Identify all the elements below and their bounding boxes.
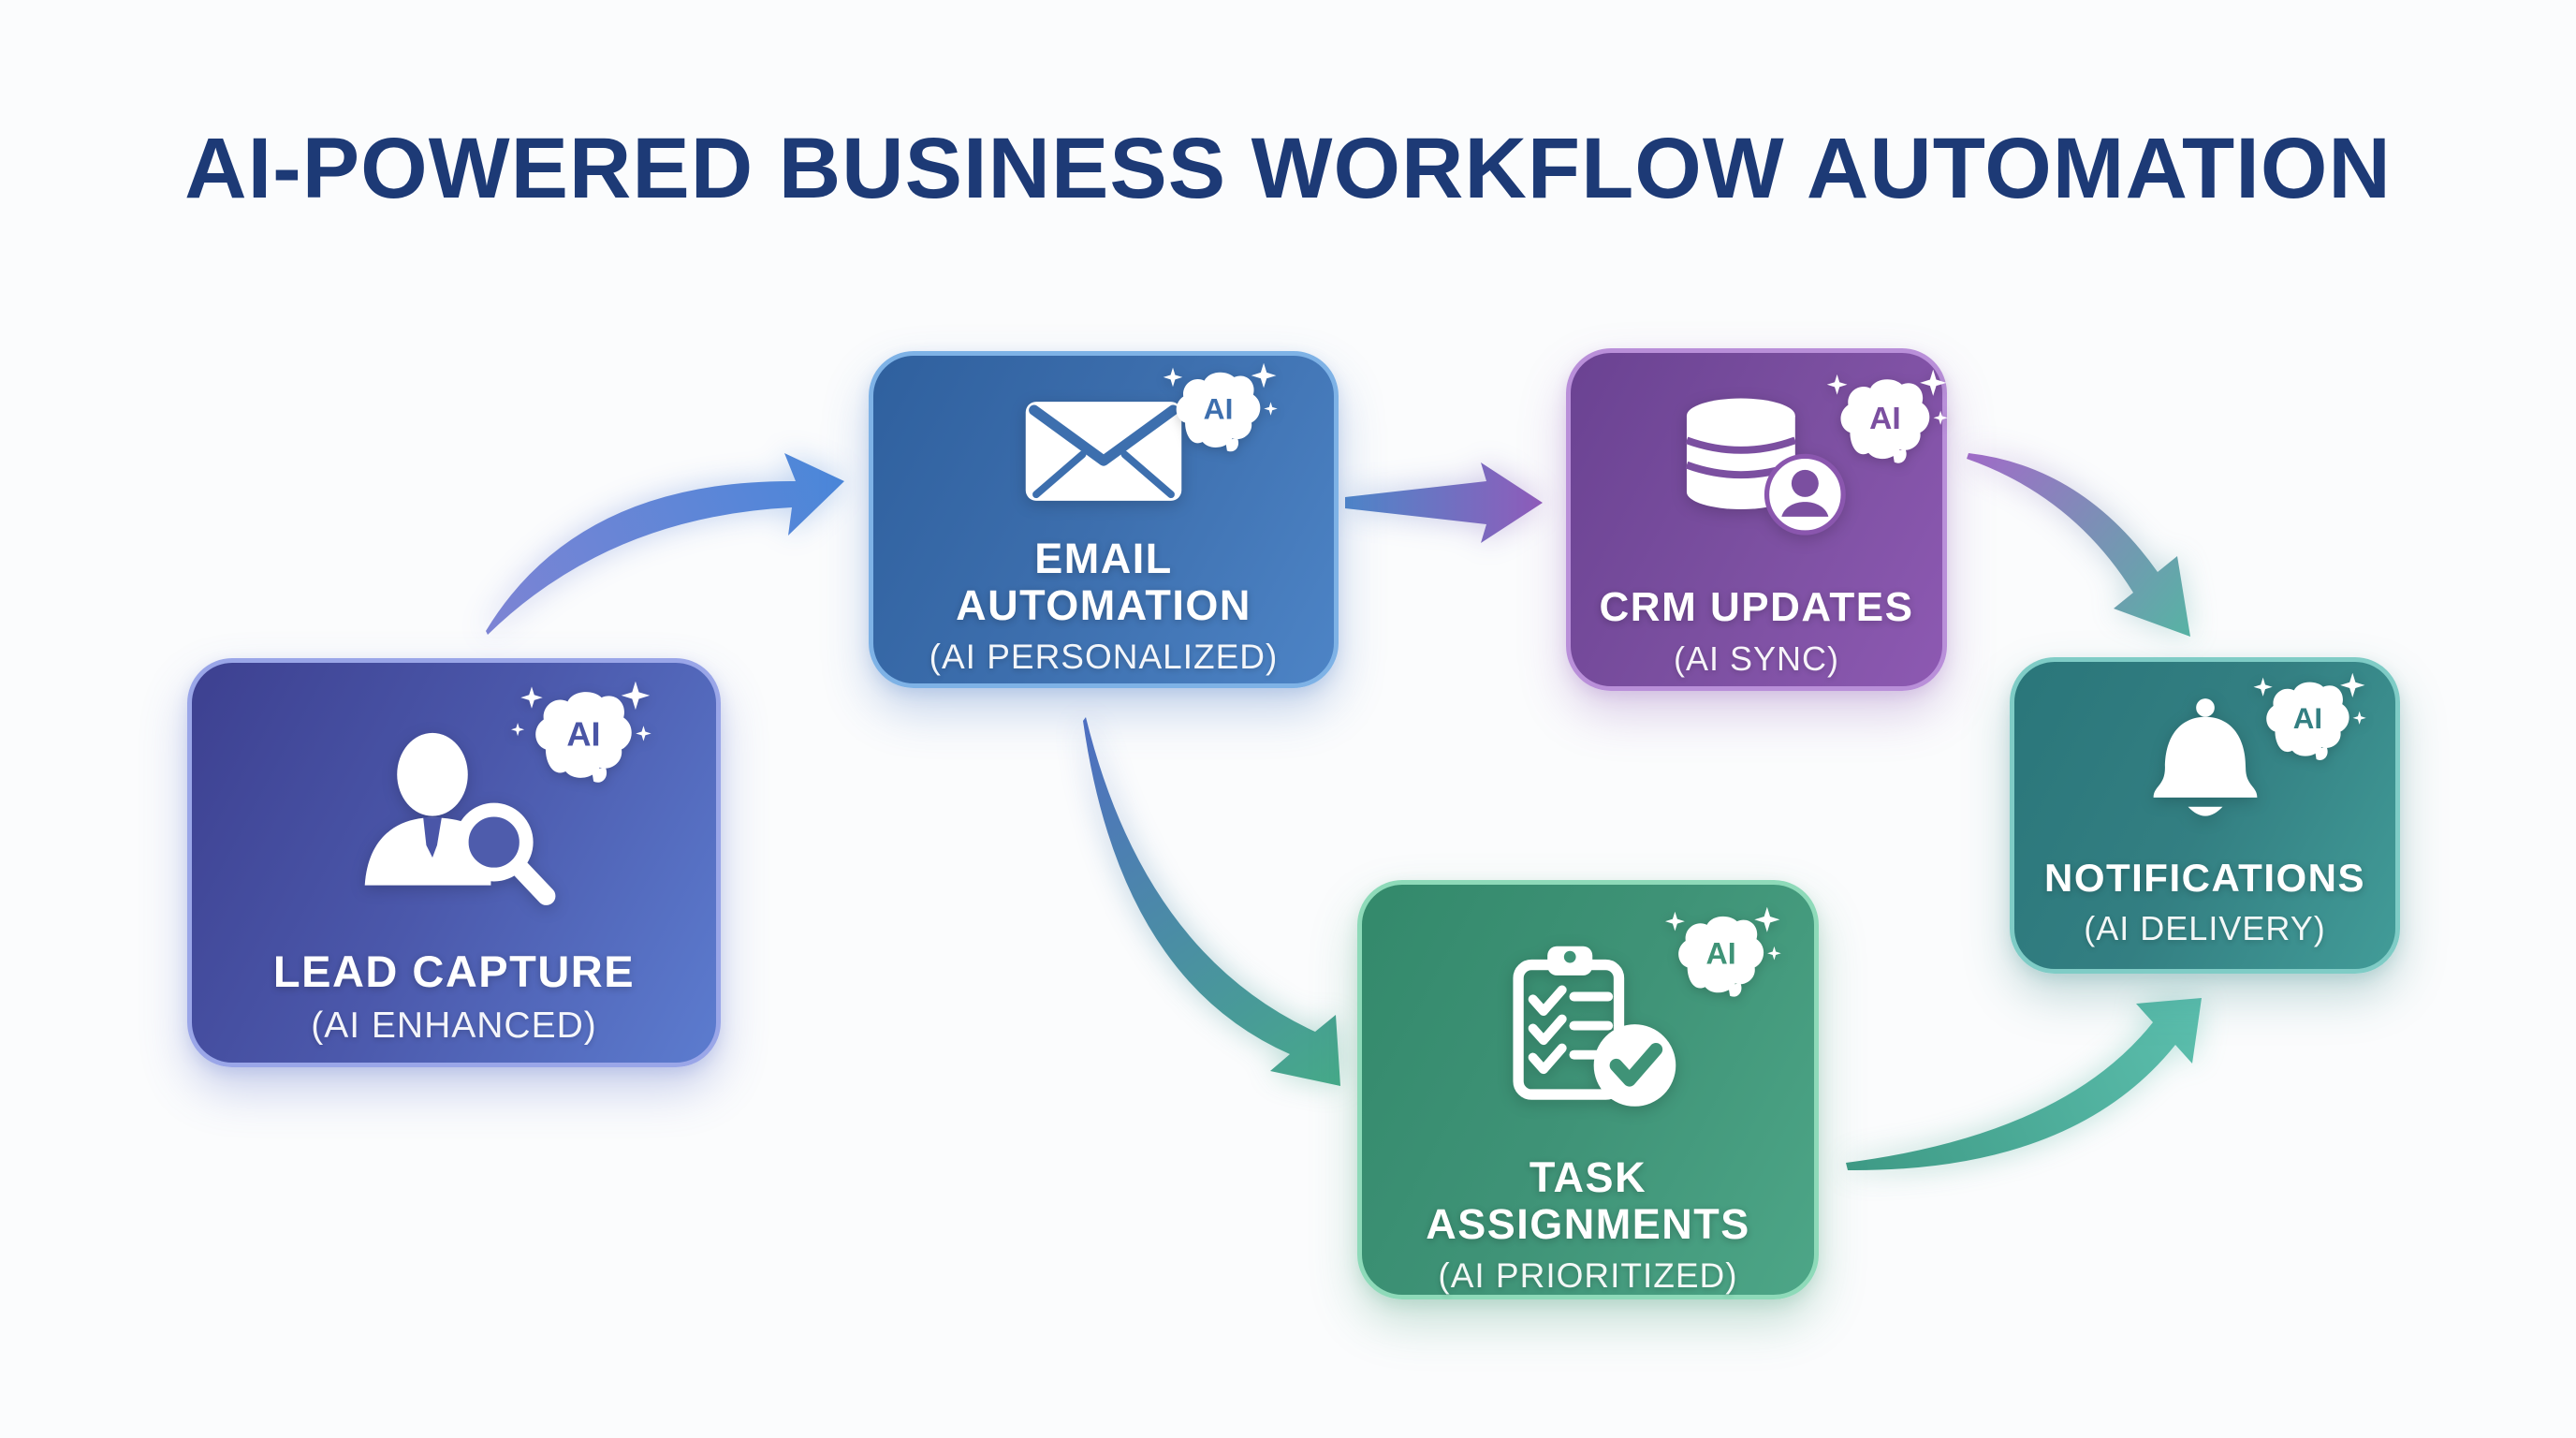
node-label: TASK ASSIGNMENTS: [1426, 1153, 1750, 1248]
node-sublabel: (AI DELIVERY): [2084, 909, 2326, 948]
envelope-icon: [1025, 402, 1182, 501]
ai-brain-badge: AI: [1147, 363, 1278, 466]
ai-badge-label: AI: [2292, 702, 2321, 735]
ai-brain-badge: AI: [2237, 673, 2366, 776]
node-sublabel: (AI PRIORITIZED): [1438, 1256, 1738, 1295]
person-search-icon: [364, 732, 556, 905]
node-lead-capture: AI LEAD CAPTURE (AI ENHANCED): [187, 658, 721, 1067]
node-label: LEAD CAPTURE: [272, 946, 636, 996]
arrow-email-to-crm: [1345, 462, 1543, 543]
notifications-icon-cluster: AI: [2130, 673, 2366, 832]
lead-icon-cluster: AI: [346, 682, 651, 914]
clipboard-check-icon: [1512, 946, 1676, 1107]
node-label: EMAIL AUTOMATION: [956, 535, 1251, 629]
node-notifications: AI NOTIFICATIONS (AI DELIVERY): [2010, 657, 2400, 974]
task-icon-cluster: AI: [1489, 907, 1781, 1123]
ai-brain-badge: AI: [502, 682, 651, 785]
ai-badge-label: AI: [1869, 402, 1901, 436]
node-label: CRM UPDATES: [1599, 584, 1914, 630]
node-crm-updates: AI CRM UPDATES (AI SYNC): [1566, 348, 1948, 691]
arrow-email-to-task: [1083, 717, 1340, 1086]
bell-icon: [2153, 698, 2257, 816]
crm-icon-cluster: AI: [1663, 370, 1948, 536]
node-sublabel: (AI SYNC): [1673, 639, 1839, 679]
node-email-automation: AI EMAIL AUTOMATION (AI PERSONALIZED): [869, 351, 1339, 688]
node-task-assignments: AI TASK ASSIGNMENTS (AI PRIORITIZED): [1357, 880, 1819, 1299]
ai-brain-badge: AI: [1648, 907, 1781, 1010]
email-icon-cluster: AI: [1019, 363, 1278, 511]
node-label: NOTIFICATIONS: [2043, 856, 2366, 900]
page-title: AI-POWERED BUSINESS WORKFLOW AUTOMATION: [184, 121, 2392, 216]
arrow-task-to-notifications: [1846, 998, 2202, 1171]
ai-badge-label: AI: [566, 714, 600, 753]
ai-brain-badge: AI: [1809, 370, 1948, 473]
arrow-crm-to-notifications: [1967, 453, 2190, 637]
ai-badge-label: AI: [1705, 937, 1735, 971]
node-sublabel: (AI PERSONALIZED): [929, 638, 1279, 676]
database-user-icon: [1685, 398, 1846, 536]
ai-badge-label: AI: [1204, 392, 1234, 426]
node-sublabel: (AI ENHANCED): [311, 1005, 597, 1046]
arrow-lead-to-email: [486, 453, 844, 635]
